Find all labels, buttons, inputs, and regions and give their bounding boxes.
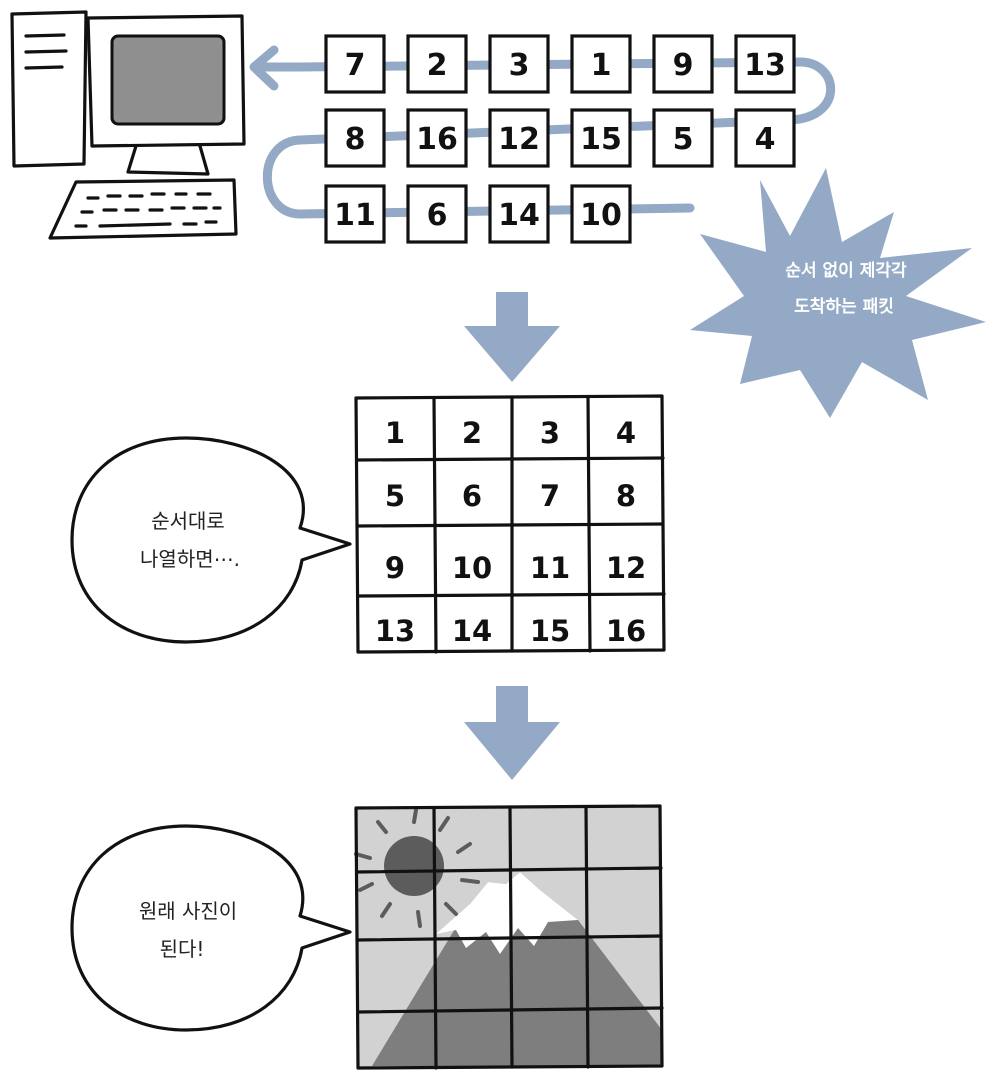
- bubble-photo-line2: 된다!: [160, 937, 205, 961]
- grid-cell-number: 15: [530, 614, 570, 648]
- packet-box: 14: [488, 184, 550, 244]
- packet-number: 6: [427, 198, 448, 233]
- computer-monitor-icon: [86, 14, 246, 148]
- burst-label-line2: 도착하는 패킷: [794, 297, 894, 317]
- packet-box: 10: [570, 184, 632, 244]
- packet-boxes: 7 2 3 1 9 13 8 16 12 15 5 4 11 6 14 10: [324, 34, 796, 244]
- packet-box: 2: [406, 34, 468, 94]
- packet-number: 11: [334, 198, 376, 233]
- arrow-down-icon: [464, 292, 560, 382]
- grid-cell-number: 6: [462, 479, 482, 513]
- grid-cell-number: 8: [616, 479, 636, 513]
- burst-label-line1: 순서 없이 제각각: [785, 261, 907, 281]
- speech-bubble-sort: 순서대로 나열하면⋯.: [70, 436, 352, 644]
- grid-cell-number: 14: [452, 614, 492, 648]
- burst-shape: [690, 168, 986, 418]
- packet-box: 7: [324, 34, 386, 94]
- packet-box: 4: [734, 108, 796, 168]
- grid-cell-number: 1: [385, 416, 405, 450]
- grid-cell-number: 5: [385, 479, 405, 513]
- grid-cell-number: 16: [606, 614, 646, 648]
- packet-box: 11: [324, 184, 386, 244]
- packet-number: 1: [591, 48, 612, 83]
- packet-box: 8: [324, 108, 386, 168]
- keyboard-icon: [48, 178, 238, 240]
- mountain-icon: [372, 872, 662, 1066]
- packet-box: 9: [652, 34, 714, 94]
- grid-cell-number: 9: [385, 551, 405, 585]
- grid-cell-number: 2: [462, 416, 482, 450]
- packet-number: 8: [345, 122, 366, 157]
- bubble-photo-line1: 원래 사진이: [139, 899, 237, 923]
- grid-cell-number: 3: [540, 416, 560, 450]
- grid-cell-number: 10: [452, 551, 492, 585]
- grid-cell-number: 13: [375, 614, 415, 648]
- arrow-down-icon: [464, 686, 560, 780]
- packet-number: 16: [416, 122, 458, 157]
- computer-icon: [10, 10, 246, 240]
- packet-box: 5: [652, 108, 714, 168]
- reassembled-photo: [354, 804, 664, 1070]
- packet-number: 12: [498, 122, 540, 157]
- grid-cell-number: 11: [530, 551, 570, 585]
- packet-number: 3: [509, 48, 530, 83]
- packet-number: 5: [673, 122, 694, 157]
- computer-tower: [10, 10, 88, 168]
- packet-box: 13: [734, 34, 796, 94]
- packet-number: 2: [427, 48, 448, 83]
- grid-cell-number: 7: [540, 479, 560, 513]
- monitor-screen: [110, 34, 226, 126]
- packet-number: 9: [673, 48, 694, 83]
- arrow-left-icon: [249, 45, 305, 91]
- packet-box: 1: [570, 34, 632, 94]
- packet-box: 3: [488, 34, 550, 94]
- packet-box: 16: [406, 108, 468, 168]
- packet-number: 7: [345, 48, 366, 83]
- packet-number: 4: [755, 122, 776, 157]
- grid-cell-number: 4: [616, 416, 636, 450]
- packet-number: 13: [744, 48, 786, 83]
- packet-number: 15: [580, 122, 622, 157]
- grid-cell-number: 12: [606, 551, 646, 585]
- packet-box: 15: [570, 108, 632, 168]
- speech-bubble-photo: 원래 사진이 된다!: [70, 824, 352, 1032]
- bubble-sort-line1: 순서대로: [151, 509, 225, 533]
- packet-box: 12: [488, 108, 550, 168]
- burst-callout: 순서 없이 제각각 도착하는 패킷: [690, 168, 986, 418]
- packet-number: 14: [498, 198, 540, 233]
- sun-icon: [354, 808, 480, 928]
- packet-number: 10: [580, 198, 622, 233]
- packet-box: 6: [406, 184, 468, 244]
- bubble-sort-line2: 나열하면⋯.: [140, 547, 240, 571]
